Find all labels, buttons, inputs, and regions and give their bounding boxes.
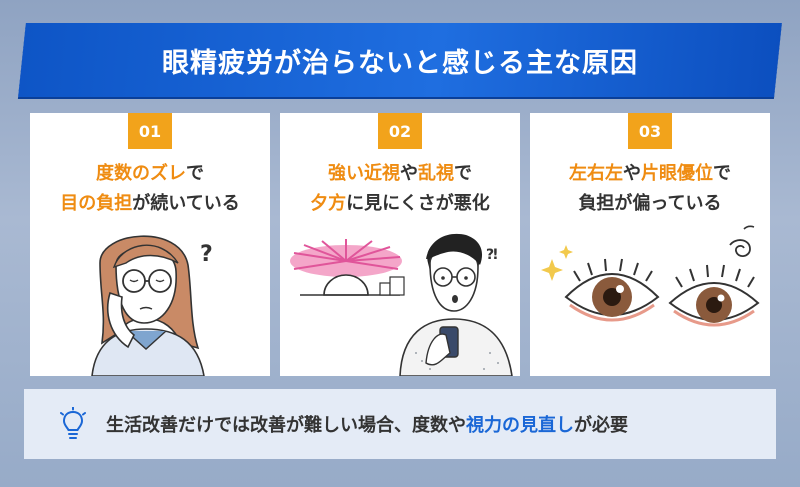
card-line-2: 夕方に見にくさが悪化	[280, 189, 520, 219]
card-text-highlight: 片眼優位	[641, 163, 713, 184]
card-line-1: 左右左や片眼優位で	[530, 159, 770, 189]
card-text-highlight: 夕方	[310, 193, 347, 214]
svg-text:?: ?	[200, 242, 213, 267]
card-line-2: 負担が偏っている	[530, 189, 770, 219]
card-text: 強い近視や乱視で 夕方に見にくさが悪化	[280, 159, 520, 219]
note-text: 生活改善だけでは改善が難しい場合、度数や視力の見直しが必要	[106, 389, 628, 459]
note-text-plain: が必要	[574, 415, 628, 436]
card-text-plain: が続いている	[132, 193, 240, 214]
cause-card-2: 02 強い近視や乱視で 夕方に見にくさが悪化	[280, 113, 520, 376]
card-line-2: 目の負担が続いている	[30, 189, 270, 219]
card-text-highlight: 度数のズレ	[96, 163, 186, 184]
card-text: 左右左や片眼優位で 負担が偏っている	[530, 159, 770, 219]
card-text-highlight: 左右左	[569, 163, 623, 184]
card-text-plain: で	[454, 163, 472, 184]
card-text-plain: 負担が偏っている	[578, 193, 722, 214]
card-text-highlight: 目の負担	[60, 193, 133, 214]
card-text-plain: で	[186, 163, 204, 184]
lightbulb-icon	[60, 407, 86, 439]
card-text-plain: や	[623, 163, 641, 184]
note-text-highlight: 視力の見直し	[466, 415, 574, 436]
note-text-plain: 生活改善だけでは改善が難しい場合、度数や	[106, 415, 466, 436]
card-number-badge: 02	[378, 113, 422, 149]
card-text-plain: に見にくさが悪化	[346, 193, 490, 214]
card-number-badge: 03	[628, 113, 672, 149]
page-title: 眼精疲労が治らないと感じる主な原因	[162, 47, 638, 79]
note-bar: 生活改善だけでは改善が難しい場合、度数や視力の見直しが必要	[24, 389, 776, 459]
card-number-badge: 01	[128, 113, 172, 149]
woman-touching-face-illustration: ?	[91, 235, 213, 376]
card-line-1: 度数のズレで	[30, 159, 270, 189]
card-text-plain: や	[400, 163, 418, 184]
card-text-highlight: 強い近視	[328, 163, 400, 184]
card-text-highlight: 乱視	[418, 163, 454, 184]
card-text-plain: で	[713, 163, 731, 184]
card-text: 度数のズレで 目の負担が続いている	[30, 159, 270, 219]
card-line-1: 強い近視や乱視で	[280, 159, 520, 189]
cause-card-1: 01 度数のズレで 目の負担が続いている ?	[30, 113, 270, 376]
svg-text:⁈: ⁈	[486, 247, 498, 263]
sunset-man-phone-illustration: ⁈	[290, 233, 513, 376]
cause-card-3: 03 左右左や片眼優位で 負担が偏っている	[530, 113, 770, 376]
two-eyes-illustration	[541, 225, 760, 327]
